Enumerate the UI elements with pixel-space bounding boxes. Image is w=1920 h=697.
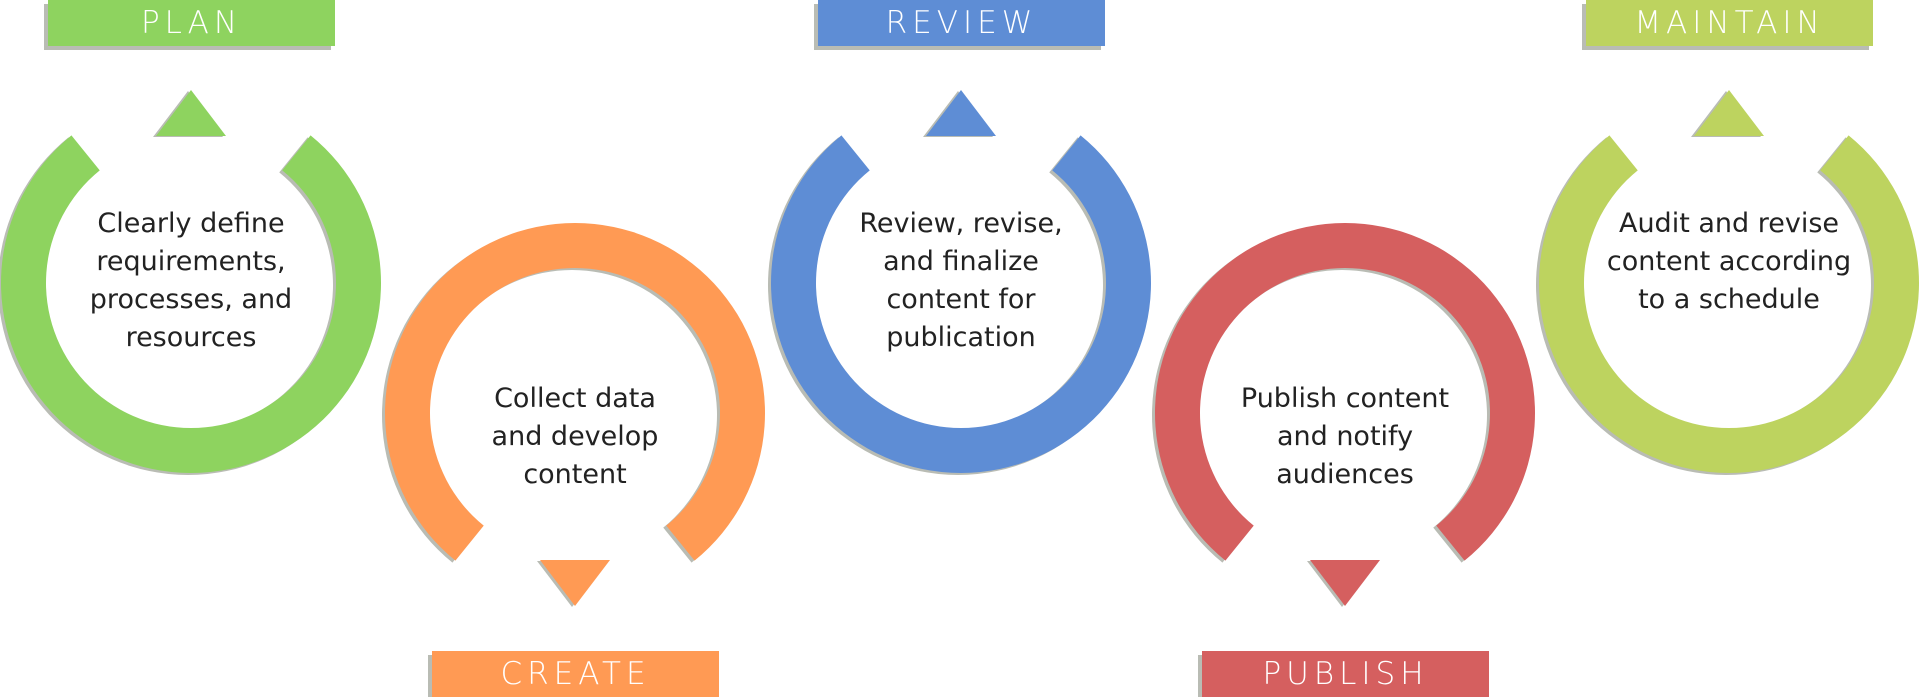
maintain-ring bbox=[1539, 135, 1920, 473]
arrow-down-icon bbox=[1310, 560, 1380, 606]
description-line: resources bbox=[125, 322, 257, 353]
publish-ring bbox=[1155, 223, 1536, 561]
create-label: CREATE bbox=[432, 651, 719, 697]
description-line: and develop bbox=[491, 421, 659, 452]
description-line: Collect data bbox=[494, 383, 656, 414]
stage-maintain bbox=[1536, 90, 1920, 475]
maintain-label: MAINTAIN bbox=[1586, 0, 1873, 46]
description-line: content bbox=[523, 459, 627, 490]
description-line: and finalize bbox=[883, 246, 1039, 277]
description-line: content for bbox=[886, 284, 1036, 315]
description-line: content according bbox=[1606, 246, 1852, 277]
description-line: to a schedule bbox=[1638, 284, 1820, 315]
plan-ring bbox=[1, 135, 382, 473]
maintain-description: Audit and revise content according to a sc… bbox=[1599, 205, 1859, 319]
arrow-down-icon bbox=[540, 560, 610, 606]
description-line: Review, revise, bbox=[859, 208, 1063, 239]
description-line: audiences bbox=[1276, 459, 1414, 490]
description-line: Publish content bbox=[1240, 383, 1450, 414]
description-line: Audit and revise bbox=[1618, 208, 1840, 239]
description-line: requirements, bbox=[96, 246, 286, 277]
stage-review bbox=[768, 90, 1152, 475]
arrow-up-icon bbox=[1694, 90, 1764, 136]
arrow-up-icon bbox=[156, 90, 226, 136]
description-line: and notify bbox=[1276, 421, 1414, 452]
stage-create bbox=[382, 223, 765, 607]
create-description: Collect data and develop content bbox=[445, 380, 705, 494]
review-ring bbox=[771, 135, 1152, 473]
arrow-up-icon bbox=[926, 90, 996, 136]
publish-label: PUBLISH bbox=[1202, 651, 1489, 697]
review-description: Review, revise, and finalize content for pu… bbox=[831, 205, 1091, 357]
description-line: Clearly define bbox=[97, 208, 285, 239]
publish-description: Publish content and notify audiences bbox=[1215, 380, 1475, 494]
description-line: processes, and bbox=[89, 284, 293, 315]
description-line: publication bbox=[886, 322, 1036, 353]
review-label: REVIEW bbox=[818, 0, 1105, 46]
create-ring bbox=[385, 223, 765, 561]
plan-label: PLAN bbox=[48, 0, 335, 46]
plan-description: Clearly define requirements, processes, an… bbox=[61, 205, 321, 357]
stage-plan bbox=[0, 90, 382, 475]
stage-publish bbox=[1152, 223, 1536, 607]
